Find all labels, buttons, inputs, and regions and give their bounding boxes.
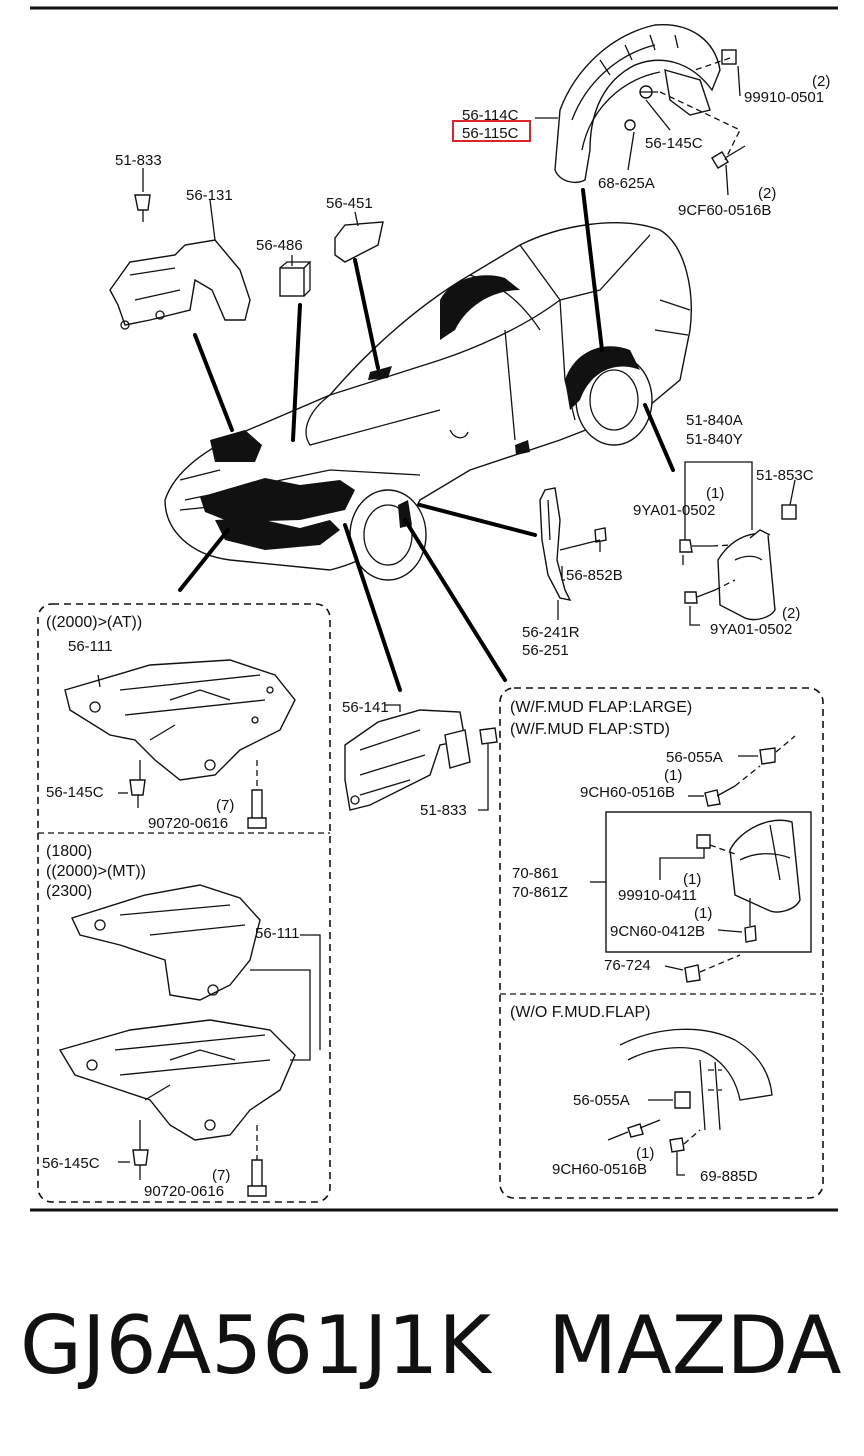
panel-mt-bolt-qty: (7) (212, 1167, 230, 1184)
footer-brand: MAZDA (548, 1299, 842, 1392)
part-56-451 (334, 211, 384, 263)
undercover-at (64, 659, 296, 829)
panel-mud-flap1: 70-861 (512, 865, 559, 882)
panel-mud-rivet: 76-724 (604, 957, 651, 974)
panel-nomud-title: (W/O F.MUD.FLAP) (510, 1004, 650, 1021)
panel-at-part: 56-111 (68, 638, 112, 655)
panel-mud-flap2: 70-861Z (512, 884, 568, 901)
panel-mud-screw: 9CH60-0516B (580, 784, 675, 801)
bracket-56-131 (109, 168, 251, 330)
fender-fasteners (624, 49, 746, 196)
callout-56-115C: 56-115C (462, 125, 519, 142)
panel-undercover (37, 603, 331, 1203)
callout-56-114C: 56-114C (462, 107, 519, 124)
callout-56-251: 56-251 (522, 642, 569, 659)
leader-lines (178, 188, 675, 692)
callout-51-840Y: 51-840Y (686, 431, 743, 448)
panel-mud-title1: (W/F.MUD FLAP:LARGE) (510, 699, 692, 716)
panel-mt-line3: (2300) (46, 883, 92, 900)
mudflap-std-part (590, 735, 812, 983)
panel-nomud-screw-qty: (1) (636, 1145, 654, 1162)
panel-mt-line1: (1800) (46, 843, 92, 860)
callout-56-451: 56-451 (326, 195, 373, 212)
car-body (164, 222, 692, 581)
panel-at-bolt-qty: (7) (216, 797, 234, 814)
part-56-486 (279, 255, 312, 297)
callout-56-131: 56-131 (186, 187, 233, 204)
footer-part-number: GJ6A561J1K (20, 1299, 491, 1392)
panel-mudflap (499, 687, 824, 1199)
callout-9CF60-0516B-qty: (2) (758, 185, 776, 202)
panel-mud-screw-qty: (1) (664, 767, 682, 784)
panel-nomud-clip: 69-885D (700, 1168, 758, 1185)
panel-mud-clip-qty: (1) (683, 871, 701, 888)
callout-56-145C-top: 56-145C (645, 135, 703, 152)
fender-liner-part (554, 24, 721, 183)
panel-mud-screw2-qty: (1) (694, 905, 712, 922)
panel-mud-nut: 56-055A (666, 749, 723, 766)
panel-mud-clip: 99910-0411 (618, 887, 697, 904)
callout-99910-0501: 99910-0501 (744, 89, 824, 106)
callout-99910-0501-qty: (2) (812, 73, 830, 90)
highlight-box (452, 120, 531, 142)
callout-9CF60-0516B: 9CF60-0516B (678, 202, 771, 219)
callout-56-241R: 56-241R (522, 624, 580, 641)
panel-at-title: ((2000)>(AT)) (46, 614, 142, 631)
callout-51-840A: 51-840A (686, 412, 743, 429)
callout-9YA01-0502-b: 9YA01-0502 (710, 621, 792, 638)
panel-at-bolt: 90720-0616 (148, 815, 228, 832)
callout-51-833-mid: 51-833 (420, 802, 467, 819)
callout-9YA01-0502-a-qty: (1) (706, 485, 724, 502)
panel-nomud-nut: 56-055A (573, 1092, 630, 1109)
seal-56-241R (539, 487, 607, 620)
callout-68-625A: 68-625A (598, 175, 655, 192)
panel-at-clip: 56-145C (46, 784, 104, 801)
panel-mt-part: 56-111 (255, 925, 299, 942)
callout-9YA01-0502-a: 9YA01-0502 (633, 502, 715, 519)
panel-mt-clip: 56-145C (42, 1155, 100, 1172)
footer: GJ6A561J1K MAZDA (0, 1296, 864, 1396)
bracket-56-141 (344, 704, 498, 811)
undercover-mt (58, 884, 321, 1197)
panel-mt-line2: ((2000)>(MT)) (46, 863, 146, 880)
panel-mud-screw2: 9CN60-0412B (610, 923, 705, 940)
callout-9YA01-0502-b-qty: (2) (782, 605, 800, 622)
panel-mud-title2: (W/F.MUD FLAP:STD) (510, 721, 670, 738)
mud-flap-part (679, 461, 797, 626)
panel-nomud-screw: 9CH60-0516B (552, 1161, 647, 1178)
callout-56-141: 56-141 (342, 699, 389, 716)
fender-no-mudflap (607, 1028, 773, 1176)
callout-51-853C: 51-853C (756, 467, 814, 484)
callout-56-486: 56-486 (256, 237, 303, 254)
panel-mt-bolt: 90720-0616 (144, 1183, 224, 1200)
callout-51-833-top: 51-833 (115, 152, 162, 169)
callout-56-852B: 56-852B (566, 567, 623, 584)
